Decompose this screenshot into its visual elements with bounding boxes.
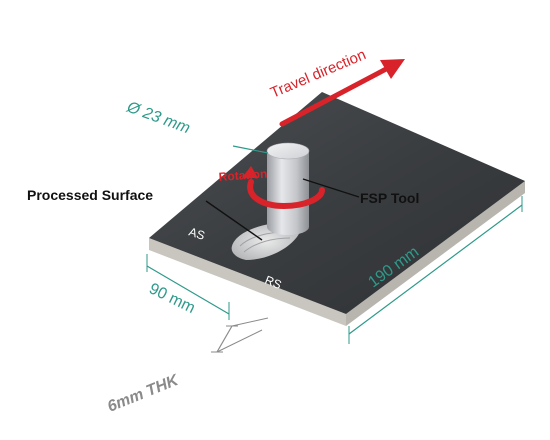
fsp-tool [266,142,310,235]
tool-top [266,142,310,160]
fsp-tool-label: FSP Tool [360,190,419,206]
rotation-arrow [247,179,325,210]
processed-surface-leader [205,200,263,241]
dim-190-line [348,204,523,335]
thk-ext-bottom [216,329,263,353]
rotation-label: Rotation [218,167,268,184]
dim-90-line [146,265,230,315]
advancing-side-label: AS [187,225,207,243]
thickness-label: 6mm THK [105,371,182,415]
diameter-leader [232,145,269,154]
processed-surface-label: Processed Surface [27,187,153,203]
retreating-side-label: RS [263,273,284,292]
plate-right-face [346,181,525,326]
plate-front-face [149,238,346,326]
travel-arrow-shaft [279,65,391,127]
rotation-arrow-head [242,166,258,178]
fsp-tool-leader [302,178,360,198]
width-dimension-label: 90 mm [146,280,197,317]
tool-body [267,151,309,235]
thk-line [216,325,233,353]
thk-ext-top [231,317,269,327]
travel-direction-label: Travel direction [268,46,369,101]
plate-top [149,92,525,314]
diameter-label: Ø 23 mm [124,98,193,137]
travel-arrow-head [380,59,405,79]
